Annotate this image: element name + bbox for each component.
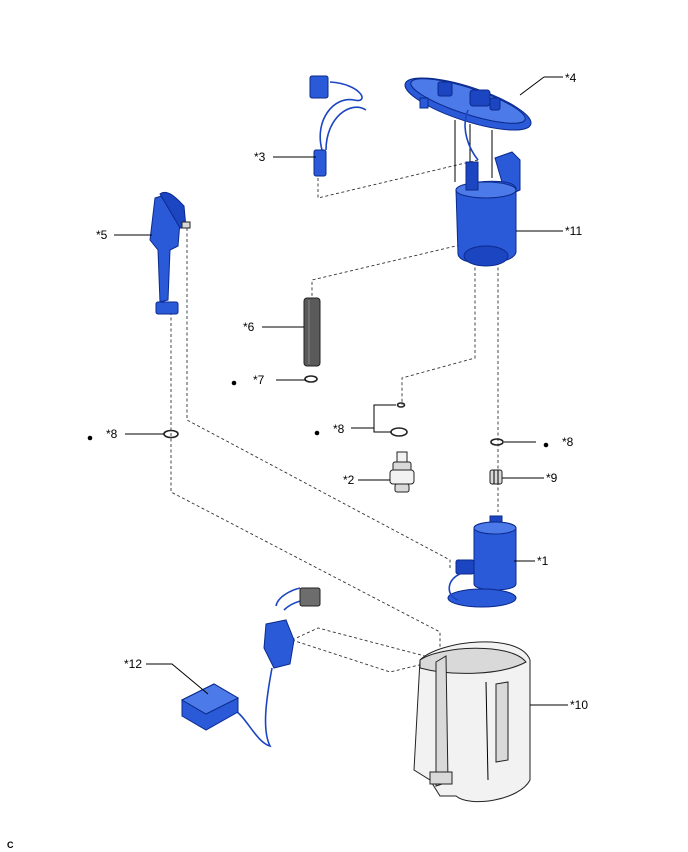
label-part-10: *10 [570, 698, 588, 712]
label-part-4: *4 [565, 71, 577, 85]
label-part-3: *3 [254, 150, 266, 164]
part-3-sender-wire [309, 75, 367, 177]
label-part-6: *6 [243, 320, 255, 334]
part-4-flange-plate [404, 77, 532, 184]
part-9-cap [489, 469, 503, 485]
label-part-11: *11 [565, 224, 582, 238]
label-part-7: *7 [253, 373, 265, 387]
leader-lines [114, 76, 568, 706]
part-2-fitting [389, 451, 415, 493]
part-7-clip [304, 375, 318, 383]
part-labels: *4 *3 *11 *5 *6 *7 *8 *8 *8 *2 *9 *1 *12… [7, 71, 588, 850]
label-part-5: *5 [96, 228, 108, 242]
label-part-9: *9 [546, 471, 558, 485]
part-5-sender-arm [149, 192, 191, 315]
corner-code: C [7, 840, 14, 850]
label-part-8-middle: *8 [333, 422, 345, 436]
part-6-fuel-hose [303, 297, 321, 367]
part-12-sender-unit [180, 587, 321, 748]
bullet-markers [87, 380, 549, 448]
label-part-2: *2 [343, 473, 355, 487]
label-part-8-left: *8 [106, 427, 118, 441]
label-part-8-right: *8 [562, 435, 574, 449]
part-10-canister-housing [413, 641, 531, 803]
part-11-pump-bracket [455, 151, 521, 267]
label-part-1: *1 [537, 554, 549, 568]
part-1-fuel-pump [447, 515, 517, 608]
label-part-12: *12 [124, 657, 142, 671]
